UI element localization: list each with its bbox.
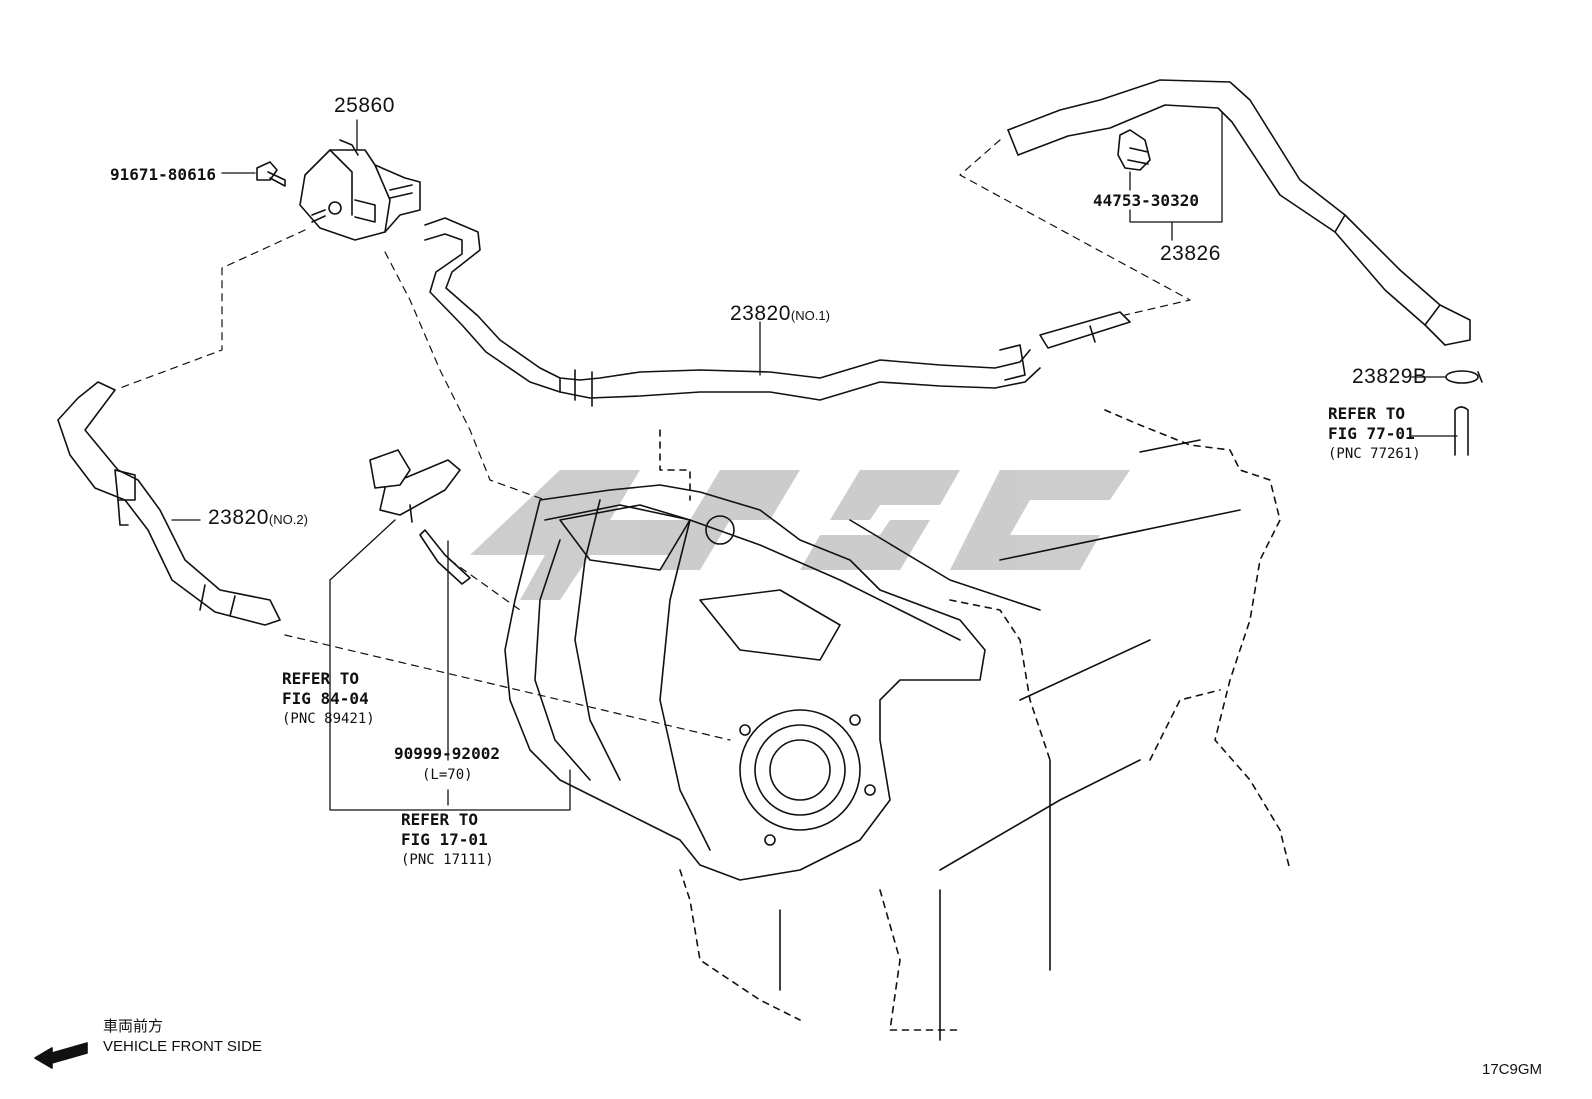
hose-clip xyxy=(1117,129,1151,171)
ref-line2: FIG 84-04 xyxy=(282,689,369,708)
orientation-label-en: VEHICLE FRONT SIDE xyxy=(103,1038,262,1055)
engine-detail xyxy=(779,439,1241,1041)
bolt xyxy=(256,161,286,187)
hose-no2 xyxy=(57,381,281,626)
ref-line2: FIG 17-01 xyxy=(401,830,488,849)
ref-line2: FIG 77-01 xyxy=(1328,424,1415,443)
hose-23826 xyxy=(1007,79,1471,346)
leader-lines xyxy=(171,111,1458,811)
ref-line1: REFER TO xyxy=(1328,404,1406,423)
part-label-23829b[interactable]: 23829B xyxy=(1352,365,1428,388)
part-suffix: (NO.1) xyxy=(790,308,830,323)
part-label-90999-92002[interactable]: 90999-92002 xyxy=(394,744,500,763)
ref-line3: (PNC 17111) xyxy=(401,852,494,868)
pressure-sensor xyxy=(369,449,471,585)
part-label-23820-no2[interactable]: 23820(NO.2) xyxy=(208,506,308,530)
ref-line3: (PNC 77261) xyxy=(1328,446,1421,462)
part-label-44753-30320[interactable]: 44753-30320 xyxy=(1093,191,1199,210)
hose-clamp xyxy=(1445,370,1483,384)
pipe-end xyxy=(1454,406,1469,456)
part-label-91671-80616[interactable]: 91671-80616 xyxy=(110,165,216,184)
ref-line1: REFER TO xyxy=(401,810,479,829)
ref-fig-17-01[interactable]: REFER TO FIG 17-01 (PNC 17111) xyxy=(401,810,494,870)
ref-line3: (PNC 89421) xyxy=(282,711,375,727)
intake-manifold xyxy=(504,484,986,881)
ref-fig-77-01[interactable]: REFER TO FIG 77-01 (PNC 77261) xyxy=(1328,404,1421,464)
hose-no1 xyxy=(424,217,1131,407)
orientation-label-jp: 車両前方 xyxy=(103,1017,164,1035)
part-label-23820-no1[interactable]: 23820(NO.1) xyxy=(730,302,830,326)
part-number: 23820 xyxy=(730,302,791,325)
watermark-logo xyxy=(470,470,1130,600)
arrow-left-icon xyxy=(34,1042,88,1069)
ref-fig-84-04[interactable]: REFER TO FIG 84-04 (PNC 89421) xyxy=(282,669,375,729)
part-label-23826[interactable]: 23826 xyxy=(1160,242,1221,265)
engine-outline xyxy=(659,409,1291,1031)
ref-line1: REFER TO xyxy=(282,669,360,688)
vsv-valve xyxy=(299,139,421,241)
part-number: 23820 xyxy=(208,506,269,529)
connection-lines xyxy=(119,139,1191,741)
part-label-25860[interactable]: 25860 xyxy=(334,94,395,117)
part-length-note: (L=70) xyxy=(422,767,473,783)
part-suffix: (NO.2) xyxy=(268,512,308,527)
diagram-code: 17C9GM xyxy=(1482,1061,1543,1078)
